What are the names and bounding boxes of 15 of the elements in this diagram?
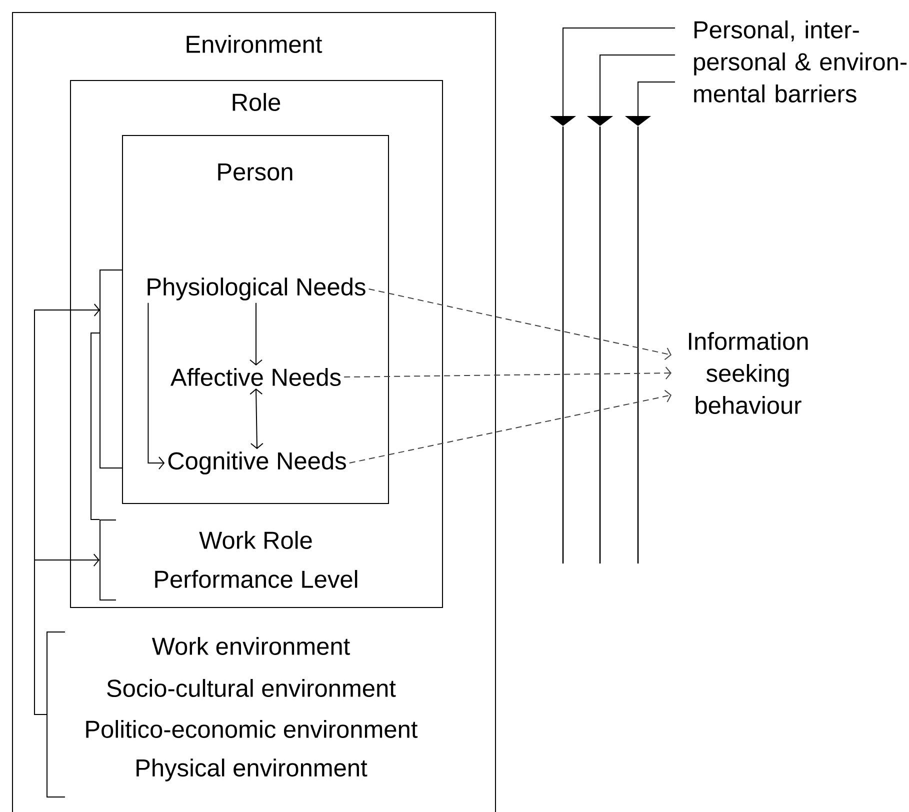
- arrow: [250, 388, 264, 450]
- need-label: Cognitive Needs: [168, 452, 346, 474]
- arrow: [34, 554, 100, 715]
- dashed-arrow: [368, 288, 672, 360]
- dashed-arrow: [344, 366, 672, 380]
- need-label: Affective Needs: [170, 368, 341, 386]
- arrow: [148, 302, 165, 470]
- connector-line: [90, 332, 100, 520]
- dashed-arrow: [348, 390, 672, 464]
- barrier-label: Personal, inter- personal & environ- mental barriers: [694, 20, 907, 102]
- role-factor-list: Work Role Performance Level: [100, 520, 358, 600]
- environment-factor-list: Work environment Socio-cultural environment Politico-economic environment Physical environment: [46, 632, 418, 798]
- outcome-label: Information seeking behaviour: [689, 332, 808, 414]
- need-label: Physiological Needs: [148, 278, 366, 300]
- arrow: [250, 302, 262, 366]
